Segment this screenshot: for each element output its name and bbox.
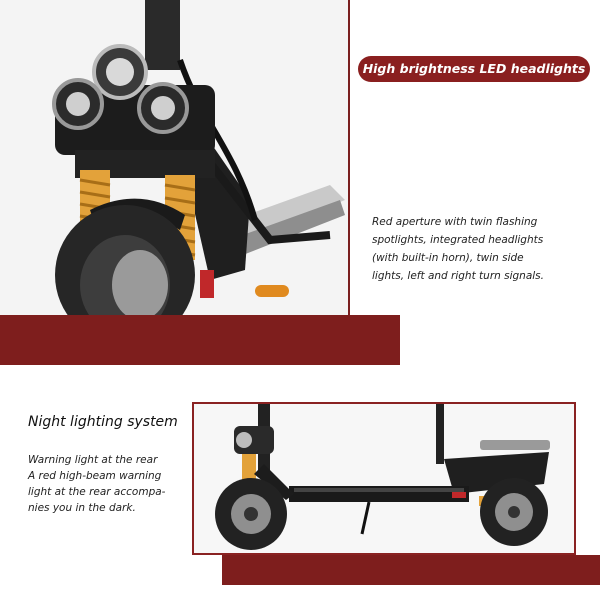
bottom-accent-band (222, 555, 600, 585)
scooter-side-photo (192, 402, 576, 555)
night-lighting-description-line: Warning light at the rear (28, 454, 158, 466)
headlight-description-line: Red aperture with twin flashing (372, 216, 538, 228)
headlight-description-line: (with built-in horn), twin side (372, 252, 524, 264)
night-lighting-description-line: A red high-beam warning (28, 470, 162, 482)
night-lighting-description-line: light at the rear accompa- (28, 486, 166, 498)
night-lighting-description-line: nies you in the dark. (28, 502, 136, 514)
night-lighting-description: Warning light at the rear A red high-bea… (28, 452, 188, 516)
headlight-description-line: spotlights, integrated headlights (372, 234, 544, 246)
night-lighting-heading: Night lighting system (28, 414, 178, 430)
headlight-title-banner: High brightness LED headlights (358, 56, 590, 82)
scooter-side-illustration (215, 404, 550, 550)
headlight-description: Red aperture with twin flashing spotligh… (372, 213, 594, 285)
headlight-title-text: High brightness LED headlights (362, 61, 586, 76)
scooter-front-illustration (52, 0, 345, 315)
top-accent-band (0, 315, 400, 365)
headlight-description-line: lights, left and right turn signals. (372, 270, 544, 282)
headlight-closeup-photo (0, 0, 350, 315)
